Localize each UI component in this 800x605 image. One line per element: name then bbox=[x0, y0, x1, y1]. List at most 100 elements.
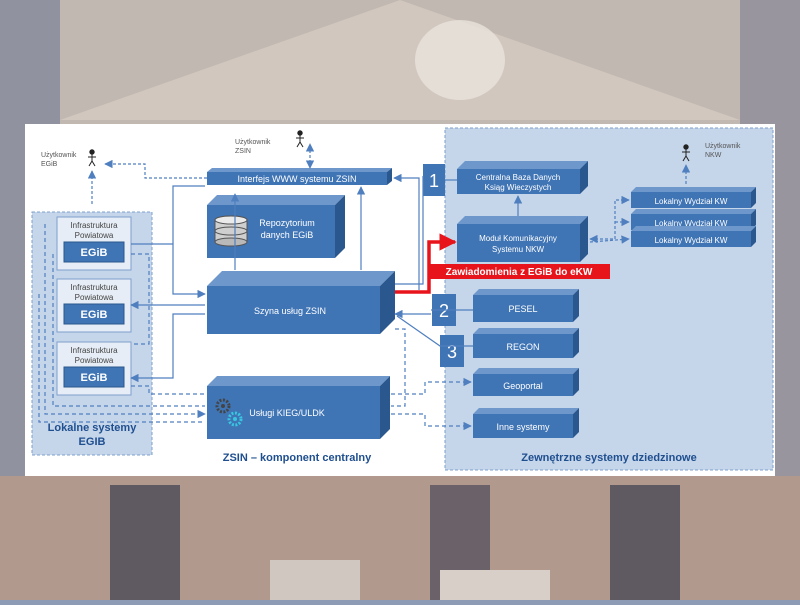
svg-text:Systemu NKW: Systemu NKW bbox=[492, 245, 544, 254]
diagram-panel: Infrastruktura Powiatowa EGiB Infrastruk… bbox=[25, 124, 775, 476]
arrow-szyna-regon bbox=[396, 315, 473, 347]
svg-text:ZSIN: ZSIN bbox=[235, 148, 251, 155]
central-caption: ZSIN – komponent centralny bbox=[223, 452, 372, 464]
person-icon bbox=[296, 130, 304, 148]
arrow-modul-kw1 bbox=[589, 195, 630, 244]
arrow-infra1-szyna bbox=[131, 243, 206, 299]
svg-text:Infrastruktura: Infrastruktura bbox=[70, 283, 118, 292]
svg-text:NKW: NKW bbox=[705, 152, 722, 159]
repozytorium-line2: danych EGiB bbox=[261, 230, 314, 240]
modul-line1: Moduł Komunikacyjny bbox=[479, 234, 557, 243]
user-nkw: Użytkownik NKW bbox=[682, 143, 741, 162]
svg-text:Moduł Komunikacyjny: Moduł Komunikacyjny bbox=[479, 234, 557, 243]
arrow-szyna-interfejs-right bbox=[393, 173, 420, 290]
repozytorium-box: Repozytorium danych EGiB bbox=[207, 195, 345, 258]
lokalny-kw-box-1: Lokalny Wydział KW bbox=[631, 187, 756, 208]
user-egib-line1: Użytkownik bbox=[41, 152, 77, 159]
user-zsin-line1: Użytkownik bbox=[235, 139, 271, 146]
cbd-line1: Centralna Baza Danych bbox=[476, 173, 561, 182]
lokalny-kw-label: Lokalny Wydział KW bbox=[655, 236, 728, 245]
lokalny-kw-box-3: Lokalny Wydział KW bbox=[631, 226, 756, 247]
regon-box: REGON bbox=[473, 328, 579, 358]
svg-text:Repozytorium: Repozytorium bbox=[259, 218, 315, 228]
inne-systemy-box: Inne systemy bbox=[473, 408, 579, 438]
svg-text:EGiB: EGiB bbox=[41, 161, 58, 168]
egib-box bbox=[63, 241, 125, 263]
uslugi-label: Usługi KIEG/ULDK bbox=[249, 408, 325, 418]
infra-label-line2: Powiatowa bbox=[75, 293, 114, 302]
external-caption: Zewnętrzne systemy dziedzinowe bbox=[521, 452, 696, 464]
inne-label: Inne systemy bbox=[496, 422, 550, 432]
infra-label-line2: Powiatowa bbox=[75, 231, 114, 240]
pesel-box: PESEL bbox=[473, 289, 579, 322]
connectors bbox=[38, 143, 691, 431]
arrow-local-uslugi-1 bbox=[44, 224, 206, 419]
person-icon bbox=[682, 144, 690, 162]
gear-icon bbox=[227, 411, 243, 427]
pesel-label: PESEL bbox=[508, 304, 537, 314]
svg-text:Powiatowa: Powiatowa bbox=[75, 293, 114, 302]
svg-text:Ksiąg Wieczystych: Ksiąg Wieczystych bbox=[485, 183, 552, 192]
arrow-local-uslugi-2 bbox=[52, 254, 205, 407]
infra-label-line2: Powiatowa bbox=[75, 356, 114, 365]
geoportal-box: Geoportal bbox=[473, 368, 579, 396]
infra-box-2: Infrastruktura Powiatowa EGiB bbox=[56, 278, 132, 333]
arrow-local-internal bbox=[131, 253, 150, 345]
arrow-infra3-uslugi bbox=[131, 385, 205, 395]
svg-text:Użytkownik: Użytkownik bbox=[41, 152, 77, 159]
infra-box-1: Infrastruktura Powiatowa EGiB bbox=[56, 216, 132, 271]
svg-text:Użytkownik: Użytkownik bbox=[235, 139, 271, 146]
egib-label: EGiB bbox=[81, 247, 108, 259]
user-zsin: Użytkownik ZSIN bbox=[235, 130, 304, 155]
gear-icon bbox=[215, 398, 231, 414]
badge-3: 3 bbox=[440, 335, 464, 367]
geoportal-label: Geoportal bbox=[503, 381, 543, 391]
notice-arrow: Zawiadomienia z EGiB do eKW bbox=[395, 233, 610, 294]
arrow-uslugi-inne bbox=[391, 413, 472, 431]
egib-box bbox=[63, 366, 125, 388]
arrow-cbd-szyna bbox=[395, 176, 424, 285]
user-nkw-line1: Użytkownik bbox=[705, 143, 741, 150]
svg-text:Powiatowa: Powiatowa bbox=[75, 231, 114, 240]
infra-box-3: Infrastruktura Powiatowa EGiB bbox=[56, 341, 132, 396]
egib-label: EGiB bbox=[81, 372, 108, 384]
arrow-infra3-szyna bbox=[130, 313, 205, 383]
notice-banner bbox=[428, 264, 610, 279]
svg-text:Infrastruktura: Infrastruktura bbox=[70, 221, 118, 230]
badge-2-label: 2 bbox=[439, 301, 449, 321]
interfejs-label: Interfejs WWW systemu ZSIN bbox=[237, 174, 356, 184]
lokalny-kw-label: Lokalny Wydział KW bbox=[655, 197, 728, 206]
repozytorium-line1: Repozytorium bbox=[259, 218, 315, 228]
database-icon bbox=[214, 215, 248, 247]
local-caption-line2: EGIB bbox=[79, 436, 106, 448]
arrow-local-interfejs bbox=[172, 185, 205, 244]
arrow-szyna-uslugi bbox=[391, 328, 406, 407]
uslugi-box: Usługi KIEG/ULDK bbox=[207, 376, 390, 439]
infra-label-line1: Infrastruktura bbox=[70, 283, 118, 292]
infra-label-line1: Infrastruktura bbox=[70, 221, 118, 230]
svg-text:Użytkownik: Użytkownik bbox=[705, 143, 741, 150]
badge-3-label: 3 bbox=[447, 342, 457, 362]
regon-label: REGON bbox=[506, 342, 539, 352]
person-icon bbox=[88, 149, 96, 167]
zsin-architecture-diagram: Infrastruktura Powiatowa EGiB Infrastruk… bbox=[31, 127, 774, 471]
notice-label: Zawiadomienia z EGiB do eKW bbox=[446, 267, 593, 278]
cbd-kw-box: Centralna Baza Danych Ksiąg Wieczystych bbox=[457, 161, 588, 194]
arrow-interfejs-user-egib bbox=[104, 159, 207, 179]
local-caption-line1: Lokalne systemy bbox=[48, 422, 138, 434]
modul-nkw-box: Moduł Komunikacyjny Systemu NKW bbox=[457, 216, 588, 262]
cbd-line2: Ksiąg Wieczystych bbox=[485, 183, 552, 192]
svg-text:Centralna Baza Danych: Centralna Baza Danych bbox=[476, 173, 561, 182]
badge-1: 1 bbox=[423, 164, 445, 196]
user-nkw-line2: NKW bbox=[705, 152, 722, 159]
arrow-local-uslugi-3 bbox=[38, 294, 205, 423]
badge-1-label: 1 bbox=[429, 171, 439, 191]
arrow-modul-kw3 bbox=[589, 235, 630, 244]
user-zsin-line2: ZSIN bbox=[235, 148, 251, 155]
user-egib: Użytkownik EGiB bbox=[41, 149, 96, 168]
lokalny-kw-label: Lokalny Wydział KW bbox=[655, 219, 728, 228]
svg-text:Infrastruktura: Infrastruktura bbox=[70, 346, 118, 355]
arrow-uslugi-geoportal bbox=[391, 377, 472, 395]
svg-text:danych EGiB: danych EGiB bbox=[261, 230, 314, 240]
interfejs-www-box: Interfejs WWW systemu ZSIN bbox=[207, 168, 392, 185]
